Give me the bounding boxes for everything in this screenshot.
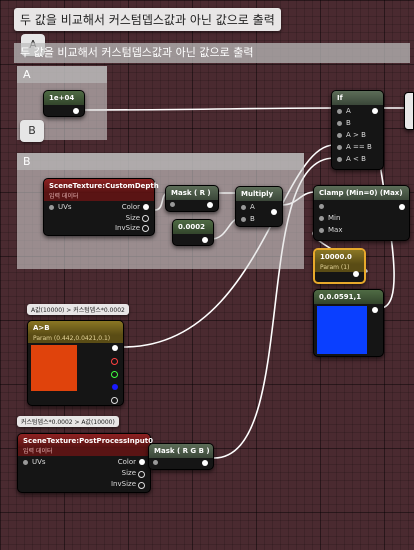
node-title: 10000.0 bbox=[315, 250, 364, 264]
input-pin[interactable] bbox=[153, 460, 158, 465]
pin-label: InvSize bbox=[110, 480, 136, 488]
pin-label: Color bbox=[117, 458, 136, 466]
node-subtitle: 입력 데이터 bbox=[18, 448, 150, 456]
pin-label: UVs bbox=[58, 203, 72, 211]
param-max-node[interactable]: 10000.0 Param (1) bbox=[313, 248, 366, 284]
constant-node[interactable]: 1e+04 bbox=[43, 90, 85, 117]
multiply-node[interactable]: Multiply A B bbox=[235, 186, 283, 227]
output-pin[interactable] bbox=[353, 271, 359, 277]
color-swatch bbox=[317, 306, 367, 354]
output-pin[interactable] bbox=[142, 225, 149, 232]
input-pin[interactable] bbox=[337, 121, 342, 126]
output-pin[interactable] bbox=[138, 482, 145, 489]
scene-texture-customdepth-node[interactable]: SceneTexture:CustomDepth 입력 데이터 UVs Colo… bbox=[43, 178, 159, 236]
output-pin[interactable] bbox=[142, 215, 149, 222]
constant-value: 1e+04 bbox=[44, 91, 84, 105]
pin-label: A bbox=[250, 203, 255, 211]
input-pin[interactable] bbox=[170, 202, 175, 207]
node-title: A>B bbox=[28, 321, 123, 335]
node-subtitle: Param (0.442,0.0421,0.1) bbox=[28, 335, 123, 343]
output-pin[interactable] bbox=[139, 459, 145, 465]
node-title: Mask ( R ) bbox=[166, 186, 218, 200]
pin-label: UVs bbox=[32, 458, 46, 466]
scene-texture-postprocess-node[interactable]: SceneTexture:PostProcessInput0 입력 데이터 UV… bbox=[17, 433, 153, 493]
output-pin[interactable] bbox=[271, 209, 277, 215]
pin-label: Size bbox=[125, 214, 140, 222]
pin-label: Max bbox=[328, 226, 343, 234]
input-pin[interactable] bbox=[241, 205, 246, 210]
output-pin[interactable] bbox=[399, 204, 405, 210]
output-pin-b[interactable] bbox=[112, 384, 118, 390]
comment-a-title: A bbox=[17, 66, 107, 83]
main-comment-box[interactable]: 두 값을 비교해서 커스텀뎁스값과 아닌 값으로 출력 bbox=[14, 43, 410, 63]
node-title: Clamp (Min=0) (Max) bbox=[314, 186, 409, 200]
output-pin[interactable] bbox=[372, 307, 378, 313]
output-pin[interactable] bbox=[138, 471, 145, 478]
node-subtitle: Param (1) bbox=[315, 264, 364, 272]
output-pin[interactable] bbox=[372, 108, 378, 114]
pin-label: B bbox=[346, 119, 351, 127]
if-node[interactable]: If A B A > B A == B A < B bbox=[331, 90, 384, 170]
output-pin-a[interactable] bbox=[111, 397, 118, 404]
pin-label: A bbox=[346, 107, 351, 115]
input-pin[interactable] bbox=[49, 205, 54, 210]
node-subtitle: 입력 데이터 bbox=[44, 193, 154, 201]
graph-title-tooltip: 두 값을 비교해서 커스텀뎁스값과 아닌 값으로 출력 bbox=[14, 8, 281, 31]
input-pin[interactable] bbox=[337, 157, 342, 162]
offscreen-node[interactable] bbox=[404, 92, 414, 130]
pin-label: Size bbox=[121, 469, 136, 477]
input-pin[interactable] bbox=[319, 216, 324, 221]
pin-label: A > B bbox=[346, 131, 366, 139]
comment-b-bubble[interactable]: B bbox=[20, 120, 44, 142]
input-pin[interactable] bbox=[23, 460, 28, 465]
constant-small-node[interactable]: 0.0002 bbox=[172, 219, 214, 246]
pin-label: Min bbox=[328, 214, 341, 222]
input-pin[interactable] bbox=[337, 133, 342, 138]
post-process-tooltip: 커스텀뎁스*0.0002 > A값(10000) bbox=[17, 416, 119, 427]
pin-label: A == B bbox=[346, 143, 372, 151]
output-pin[interactable] bbox=[202, 237, 208, 243]
input-pin[interactable] bbox=[337, 109, 342, 114]
output-pin[interactable] bbox=[207, 202, 213, 208]
node-title: Mask ( R G B ) bbox=[149, 444, 213, 458]
output-pin[interactable] bbox=[143, 204, 149, 210]
input-pin[interactable] bbox=[241, 217, 246, 222]
mask-r-node[interactable]: Mask ( R ) bbox=[165, 185, 219, 212]
output-pin-g[interactable] bbox=[111, 371, 118, 378]
node-title: Multiply bbox=[236, 187, 282, 201]
param-axb-node[interactable]: A>B Param (0.442,0.0421,0.1) bbox=[27, 320, 124, 406]
output-pin-r[interactable] bbox=[111, 358, 118, 365]
pin-label: B bbox=[250, 215, 255, 223]
input-pin[interactable] bbox=[319, 228, 324, 233]
mask-rgb-node[interactable]: Mask ( R G B ) bbox=[148, 443, 214, 470]
main-comment-title: 두 값을 비교해서 커스텀뎁스값과 아닌 값으로 출력 bbox=[14, 43, 410, 63]
node-title: 0,0.0591,1 bbox=[314, 290, 383, 304]
node-title: If bbox=[332, 91, 383, 105]
node-title: SceneTexture:CustomDepth bbox=[44, 179, 159, 193]
constant-value: 0.0002 bbox=[173, 220, 213, 234]
output-pin[interactable] bbox=[112, 345, 118, 351]
color-swatch bbox=[31, 345, 77, 391]
color-constant-node[interactable]: 0,0.0591,1 bbox=[313, 289, 384, 357]
param-axb-tooltip: A값(10000) > 커스텀뎁스*0.0002 bbox=[27, 304, 129, 315]
pin-label: Color bbox=[121, 203, 140, 211]
comment-b-title: B bbox=[17, 153, 304, 170]
pin-label: A < B bbox=[346, 155, 366, 163]
input-pin[interactable] bbox=[319, 204, 324, 209]
node-title: SceneTexture:PostProcessInput0 bbox=[18, 434, 153, 448]
output-pin[interactable] bbox=[73, 108, 79, 114]
clamp-node[interactable]: Clamp (Min=0) (Max) Min Max bbox=[313, 185, 410, 241]
pin-label: InvSize bbox=[114, 224, 140, 232]
output-pin[interactable] bbox=[202, 460, 208, 466]
input-pin[interactable] bbox=[337, 145, 342, 150]
